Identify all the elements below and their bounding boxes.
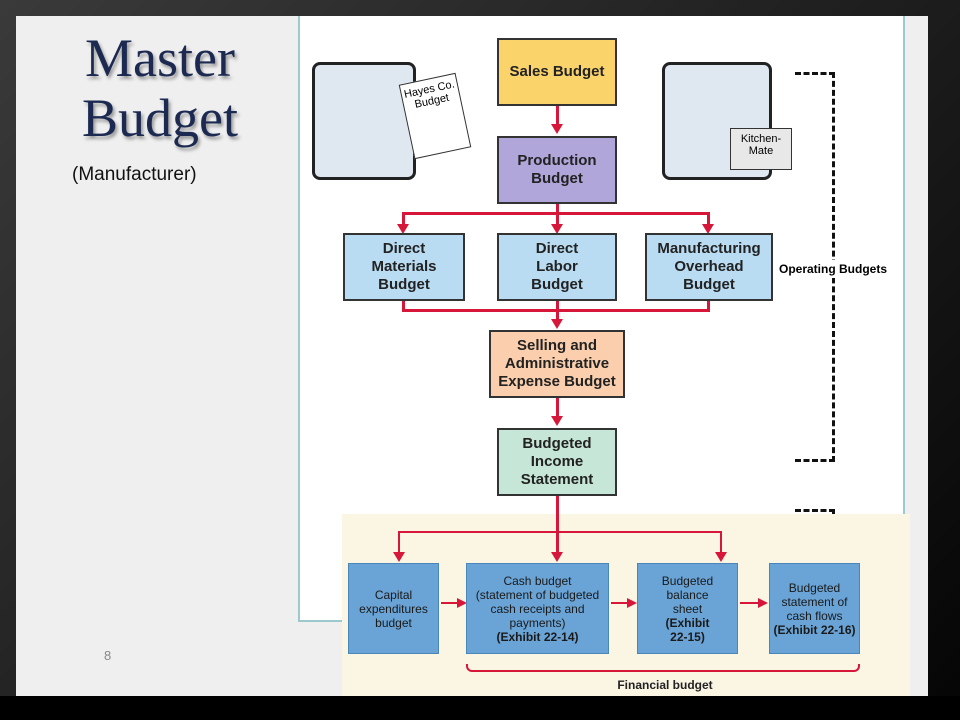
balance-sheet-exhibit: (Exhibit 22-15) [665, 615, 710, 644]
arrow-icon [397, 224, 409, 234]
businesswoman-illustration [312, 62, 416, 180]
cash-budget-text: Cash budget (statement of budgeted cash … [475, 573, 600, 630]
arrow-icon [551, 416, 563, 426]
financial-budget-label: Financial budget [617, 678, 713, 692]
title-line-1: Master [85, 28, 235, 88]
arrow-icon [627, 598, 637, 608]
cash-budget-exhibit: (Exhibit 22-14) [496, 629, 579, 644]
arrow-icon [551, 552, 563, 562]
direct-labor-budget-box: Direct Labor Budget [497, 233, 617, 301]
title-line-2: Budget [82, 88, 238, 148]
arrow-icon [702, 224, 714, 234]
kitchen-mate-box-illustration: Kitchen-Mate [730, 128, 792, 170]
arrow-icon [551, 124, 563, 134]
budgeted-income-statement-box: Budgeted Income Statement [497, 428, 617, 496]
arrow-icon [393, 552, 405, 562]
cash-flows-text: Budgeted statement of cash flows [781, 580, 848, 623]
page-number: 8 [104, 648, 112, 663]
arrow-icon [551, 224, 563, 234]
operating-budgets-label: Operating Budgets [777, 260, 890, 278]
production-budget-box: Production Budget [497, 136, 617, 204]
arrow-icon [551, 319, 563, 329]
arrow-icon [457, 598, 467, 608]
cash-flows-exhibit: (Exhibit 22-16) [773, 622, 856, 637]
sales-budget-box: Sales Budget [497, 38, 617, 106]
balance-sheet-text: Budgeted balance sheet [661, 573, 714, 616]
arrow-icon [715, 552, 727, 562]
direct-materials-budget-box: Direct Materials Budget [343, 233, 465, 301]
budgeted-cash-flows-box: Budgeted statement of cash flows(Exhibit… [769, 563, 860, 654]
financial-budget-bracket [466, 664, 860, 672]
slide-subtitle: (Manufacturer) [72, 164, 197, 185]
arrow-icon [758, 598, 768, 608]
selling-admin-budget-box: Selling and Administrative Expense Budge… [489, 330, 625, 398]
manufacturing-overhead-budget-box: Manufacturing Overhead Budget [645, 233, 773, 301]
cash-budget-box: Cash budget (statement of budgeted cash … [466, 563, 609, 654]
capital-expenditures-budget-box: Capital expenditures budget [348, 563, 439, 654]
budgeted-balance-sheet-box: Budgeted balance sheet(Exhibit 22-15) [637, 563, 738, 654]
